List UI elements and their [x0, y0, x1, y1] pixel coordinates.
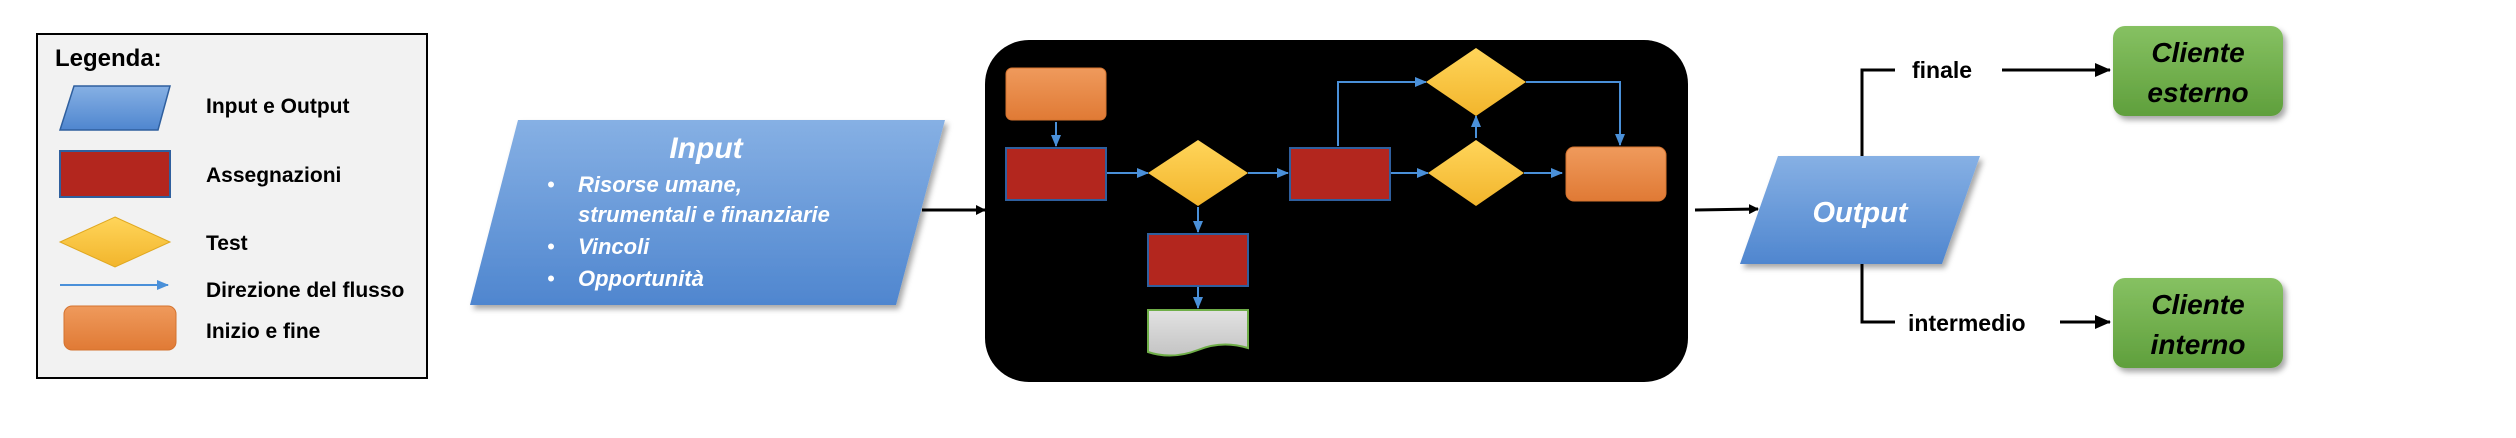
flow-arrow — [1337, 77, 1427, 146]
legend-box: Legenda: Input e Output Assegnazioni Tes… — [36, 33, 428, 379]
legend-rectangle-icon — [59, 150, 171, 198]
output-parallelogram — [1740, 156, 1980, 264]
legend-label-assegnazioni: Assegnazioni — [206, 164, 341, 187]
legend-title: Legenda: — [55, 45, 162, 72]
branch-label-finale: finale — [1912, 57, 1972, 83]
black-panel — [985, 40, 1688, 382]
legend-parallelogram-icon — [58, 85, 171, 131]
output-branches: finale intermedio — [1860, 57, 2111, 336]
input-bullet-1-line-2: strumentali e finanziarie — [578, 202, 830, 227]
input-block: Input • Risorse umane, strumentali e fin… — [470, 120, 945, 305]
legend-diamond-icon — [58, 216, 172, 268]
process-panel — [985, 40, 1688, 382]
client-external-box — [2113, 26, 2283, 116]
client-internal-box — [2113, 278, 2283, 368]
test-node — [1428, 140, 1524, 206]
input-bullet-dot: • — [547, 234, 555, 259]
flow-arrow — [1526, 81, 1625, 146]
legend-label-input-output: Input e Output — [206, 95, 349, 118]
client-internal: Cliente interno — [2113, 278, 2283, 368]
test-node — [1148, 140, 1248, 206]
assignment-node — [1005, 147, 1107, 201]
input-bullet-dot: • — [547, 266, 555, 291]
input-bullet-3: Opportunità — [578, 266, 704, 291]
test-node — [1426, 48, 1526, 116]
end-node — [1565, 146, 1667, 202]
start-node — [1005, 67, 1107, 121]
client-external-line-2: esterno — [2147, 77, 2248, 108]
legend-label-direzione: Direzione del flusso — [206, 279, 404, 302]
client-external: Cliente esterno — [2113, 26, 2283, 116]
client-internal-line-1: Cliente — [2151, 289, 2244, 320]
input-bullet-1-line-1: Risorse umane, — [578, 172, 742, 197]
legend-label-inizio-fine: Inizio e fine — [206, 320, 320, 343]
branch-label-intermedio: intermedio — [1908, 310, 2026, 336]
input-bullet-dot: • — [547, 172, 555, 197]
output-block: Output — [1740, 156, 1980, 264]
assignment-node — [1289, 147, 1391, 201]
input-title: Input — [669, 132, 744, 165]
branch-line-bottom — [1860, 264, 1895, 324]
legend-rounded-rectangle-icon — [63, 305, 177, 351]
legend-label-test: Test — [206, 232, 248, 255]
input-bullet-2: Vincoli — [578, 234, 650, 259]
client-internal-line-2: interno — [2151, 329, 2246, 360]
document-node — [1147, 309, 1249, 357]
branch-line-top — [1860, 68, 1895, 156]
arrow-process-to-output — [1694, 204, 1759, 215]
input-parallelogram — [470, 120, 945, 305]
output-label: Output — [1812, 197, 1908, 229]
client-external-line-1: Cliente — [2151, 37, 2244, 68]
assignment-node — [1147, 233, 1249, 287]
